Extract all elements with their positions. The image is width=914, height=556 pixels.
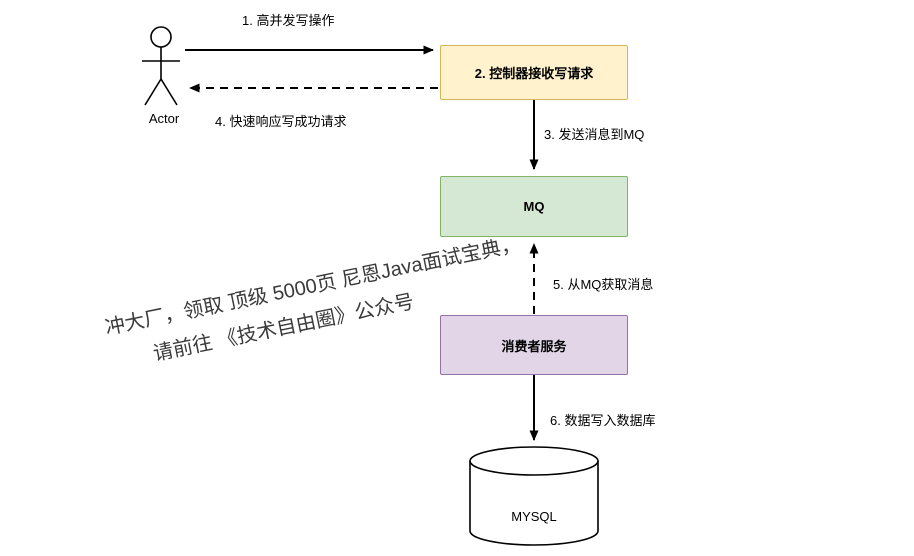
actor-head [150,26,172,48]
edge-send-to-mq-label: 3. 发送消息到MQ [542,124,647,143]
edge-write-request-label: 1. 高并发写操作 [240,10,337,29]
edge-quick-response-label: 4. 快速响应写成功请求 [213,111,349,130]
node-consumer: 消费者服务 [440,315,628,375]
actor-leg-right [160,78,178,106]
node-controller-label: 2. 控制器接收写请求 [474,66,594,81]
node-mysql-label: MYSQL [511,509,557,524]
actor-leg-left [144,78,162,106]
node-mq: MQ [440,176,628,237]
actor-figure [142,26,180,106]
edge-write-to-db-label: 6. 数据写入数据库 [548,410,658,429]
mysql-cylinder [469,446,599,546]
node-mq-label: MQ [523,199,545,214]
edge-fetch-from-mq-label: 5. 从MQ获取消息 [551,274,656,293]
node-consumer-label: 消费者服务 [501,338,567,354]
actor-label: Actor [148,111,180,126]
node-controller: 2. 控制器接收写请求 [440,45,628,100]
